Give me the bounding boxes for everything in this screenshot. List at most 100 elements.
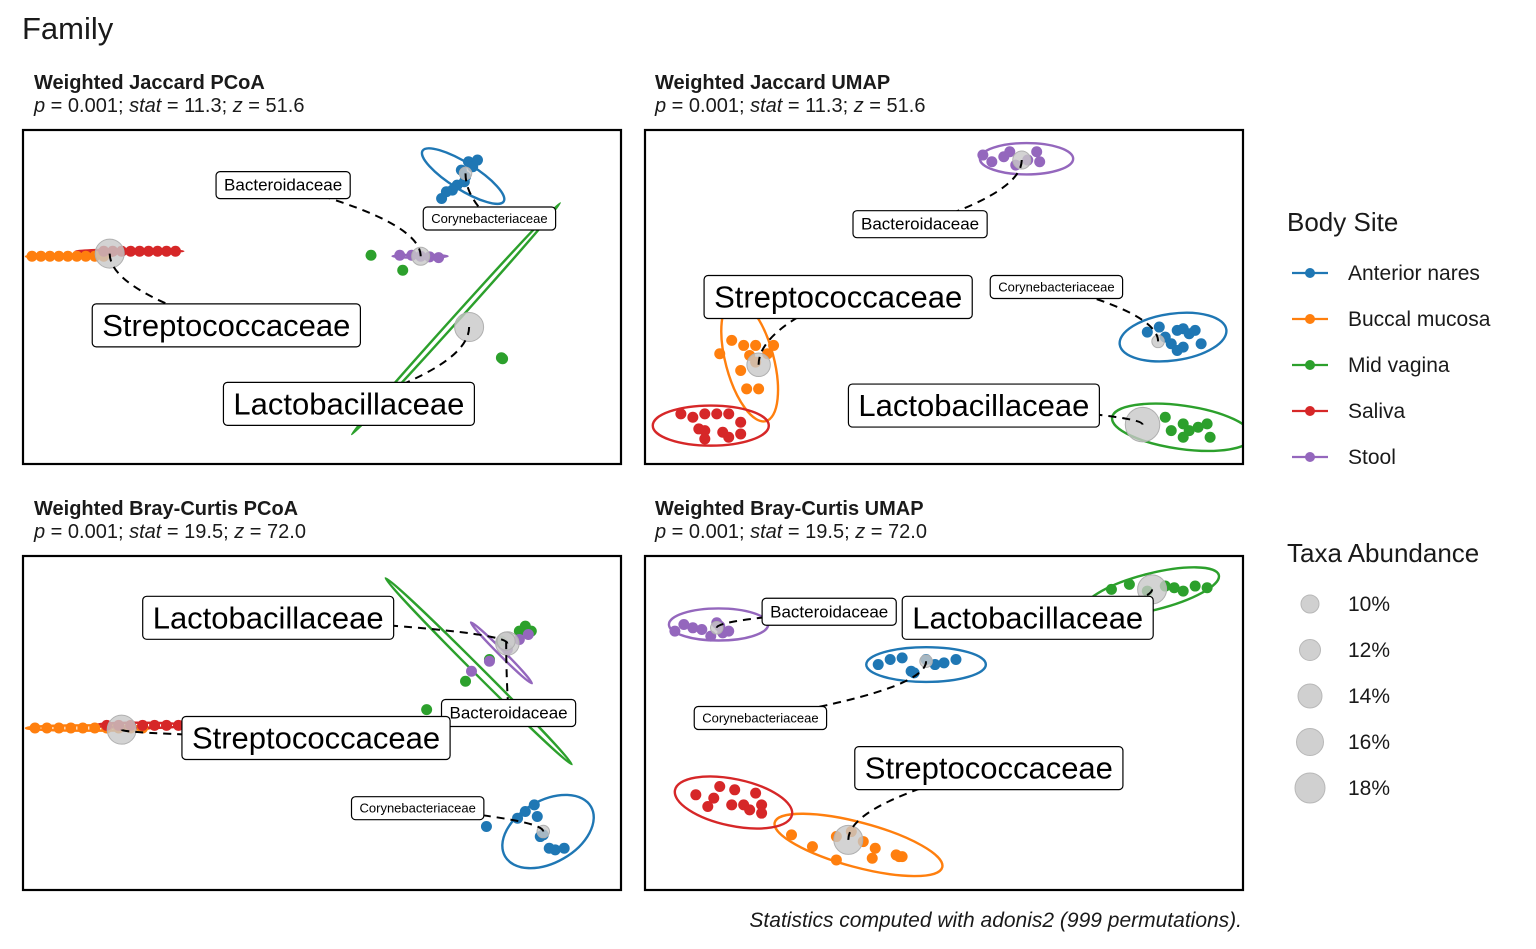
point-mid-vagina <box>1123 578 1135 590</box>
legend-abundance-label: 16% <box>1348 731 1390 754</box>
point-mid-vagina <box>1177 585 1189 597</box>
point-stool <box>696 623 708 635</box>
point-anterior-nares <box>1171 344 1183 356</box>
point-buccal-mucosa <box>77 722 89 734</box>
legend-abundance-title: Taxa Abundance <box>1287 538 1479 568</box>
connector-bacteroidaceae <box>505 641 510 714</box>
point-anterior-nares <box>549 844 561 856</box>
panel-title-3: Weighted Bray-Curtis PCoA <box>34 498 298 520</box>
point-mid-vagina <box>1201 418 1213 430</box>
taxon-label-corynebacteriaceae: Corynebacteriaceae <box>989 274 1124 300</box>
point-buccal-mucosa <box>768 339 780 351</box>
taxon-label-bacteroidaceae: Bacteroidaceae <box>215 171 351 200</box>
point-mid-vagina <box>1168 582 1180 594</box>
panel-stats-2: p = 0.001; stat = 11.3; z = 51.6 <box>654 95 925 117</box>
point-stool <box>687 622 699 634</box>
taxon-label-streptococcaceae: Streptococcaceae <box>91 303 361 348</box>
taxon-label-streptococcaceae: Streptococcaceae <box>703 274 973 320</box>
point-buccal-mucosa <box>80 250 92 262</box>
legend-key-point <box>1305 268 1315 278</box>
point-saliva <box>125 245 137 257</box>
taxon-label-text: Lactobacillaceae <box>858 388 1089 423</box>
legend-item-stool: Stool <box>1292 446 1396 469</box>
legend-item-label: Anterior nares <box>1348 262 1480 285</box>
panel-title-4: Weighted Bray-Curtis UMAP <box>655 498 924 520</box>
panel-stats-1: p = 0.001; stat = 11.3; z = 51.6 <box>33 95 304 117</box>
point-buccal-mucosa <box>53 250 65 262</box>
point-stool <box>483 655 495 667</box>
point-saliva <box>169 245 181 257</box>
point-saliva <box>714 780 726 792</box>
point-buccal-mucosa <box>53 722 65 734</box>
point-saliva <box>756 807 768 819</box>
ellipse-anterior-nares <box>865 645 988 684</box>
taxon-label-lactobacillaceae: Lactobacillaceae <box>847 383 1100 428</box>
point-buccal-mucosa <box>738 339 750 351</box>
point-saliva <box>690 789 702 801</box>
point-stool <box>678 618 690 630</box>
point-anterior-nares <box>471 154 483 166</box>
legend-abundance-item: 10% <box>1300 593 1390 616</box>
point-anterior-nares <box>884 654 896 666</box>
taxon-label-text: Corynebacteriaceae <box>431 211 547 226</box>
taxon-label-corynebacteriaceae: Corynebacteriaceae <box>422 206 557 231</box>
point-stool <box>466 665 477 677</box>
panel-weighted-bray-curtis-pcoa: LactobacillaceaeBacteroidaceaeStreptococ… <box>21 554 623 892</box>
legend-item-anterior-nares: Anterior nares <box>1292 262 1480 285</box>
legend-abundance-key <box>1300 594 1320 614</box>
point-saliva <box>750 787 762 799</box>
ellipse-anterior-nares <box>1118 311 1228 363</box>
point-anterior-nares <box>1189 324 1201 336</box>
connector-streptococcaceae <box>120 728 317 740</box>
taxon-label-text: Corynebacteriaceae <box>702 710 818 725</box>
panel-title-2: Weighted Jaccard UMAP <box>655 72 890 94</box>
taxon-label-streptococcaceae: Streptococcaceae <box>181 715 451 761</box>
plot-area: BacteroidaceaeCorynebacteriaceaeStreptoc… <box>24 147 562 436</box>
point-saliva <box>675 408 687 420</box>
panel-header-3: Weighted Bray-Curtis PCoA p = 0.001; sta… <box>33 498 306 543</box>
legend-body-site-title: Body Site <box>1287 207 1398 237</box>
panel-header-1: Weighted Jaccard PCoA p = 0.001; stat = … <box>33 72 304 117</box>
legend-abundance-item: 14% <box>1297 683 1390 709</box>
legend-abundance-label: 12% <box>1348 639 1390 662</box>
taxon-label-lactobacillaceae: Lactobacillaceae <box>222 381 475 426</box>
point-stool <box>394 249 406 261</box>
point-stool <box>1031 146 1043 158</box>
point-mid-vagina <box>1177 431 1189 443</box>
point-anterior-nares <box>896 652 908 664</box>
point-saliva <box>149 719 161 731</box>
point-stool <box>977 149 989 161</box>
point-mid-vagina <box>1204 431 1216 443</box>
point-saliva <box>137 719 149 731</box>
point-stool <box>433 252 445 264</box>
point-buccal-mucosa <box>896 851 908 863</box>
taxon-label-text: Bacteroidaceae <box>861 215 979 234</box>
plot-area: LactobacillaceaeBacteroidaceaeStreptococ… <box>24 576 595 870</box>
point-saliva <box>161 245 173 257</box>
point-saliva <box>756 799 768 811</box>
point-buccal-mucosa <box>786 829 798 841</box>
legend-item-mid-vagina: Mid vagina <box>1292 354 1450 377</box>
panel-border <box>643 554 1245 892</box>
legend-item-label: Saliva <box>1348 400 1406 423</box>
figure-caption: Statistics computed with adonis2 (999 pe… <box>749 909 1242 932</box>
figure-title: Family <box>22 11 114 46</box>
panel-header-2: Weighted Jaccard UMAP p = 0.001; stat = … <box>654 72 925 117</box>
taxon-label-text: Lactobacillaceae <box>912 600 1143 635</box>
point-saliva <box>735 428 747 440</box>
point-buccal-mucosa <box>830 854 842 866</box>
legend-key-point <box>1305 452 1315 462</box>
panel-header-4: Weighted Bray-Curtis UMAP p = 0.001; sta… <box>654 498 927 543</box>
taxon-label-text: Streptococcaceae <box>192 721 440 756</box>
taxon-label-corynebacteriaceae: Corynebacteriaceae <box>693 705 828 731</box>
point-stool <box>522 628 534 640</box>
point-stool <box>723 625 735 637</box>
taxon-label-text: Lactobacillaceae <box>153 600 384 635</box>
panel-border <box>21 554 623 892</box>
legend-key-point <box>1305 406 1315 416</box>
point-buccal-mucosa <box>35 250 47 262</box>
point-saliva <box>744 804 756 816</box>
